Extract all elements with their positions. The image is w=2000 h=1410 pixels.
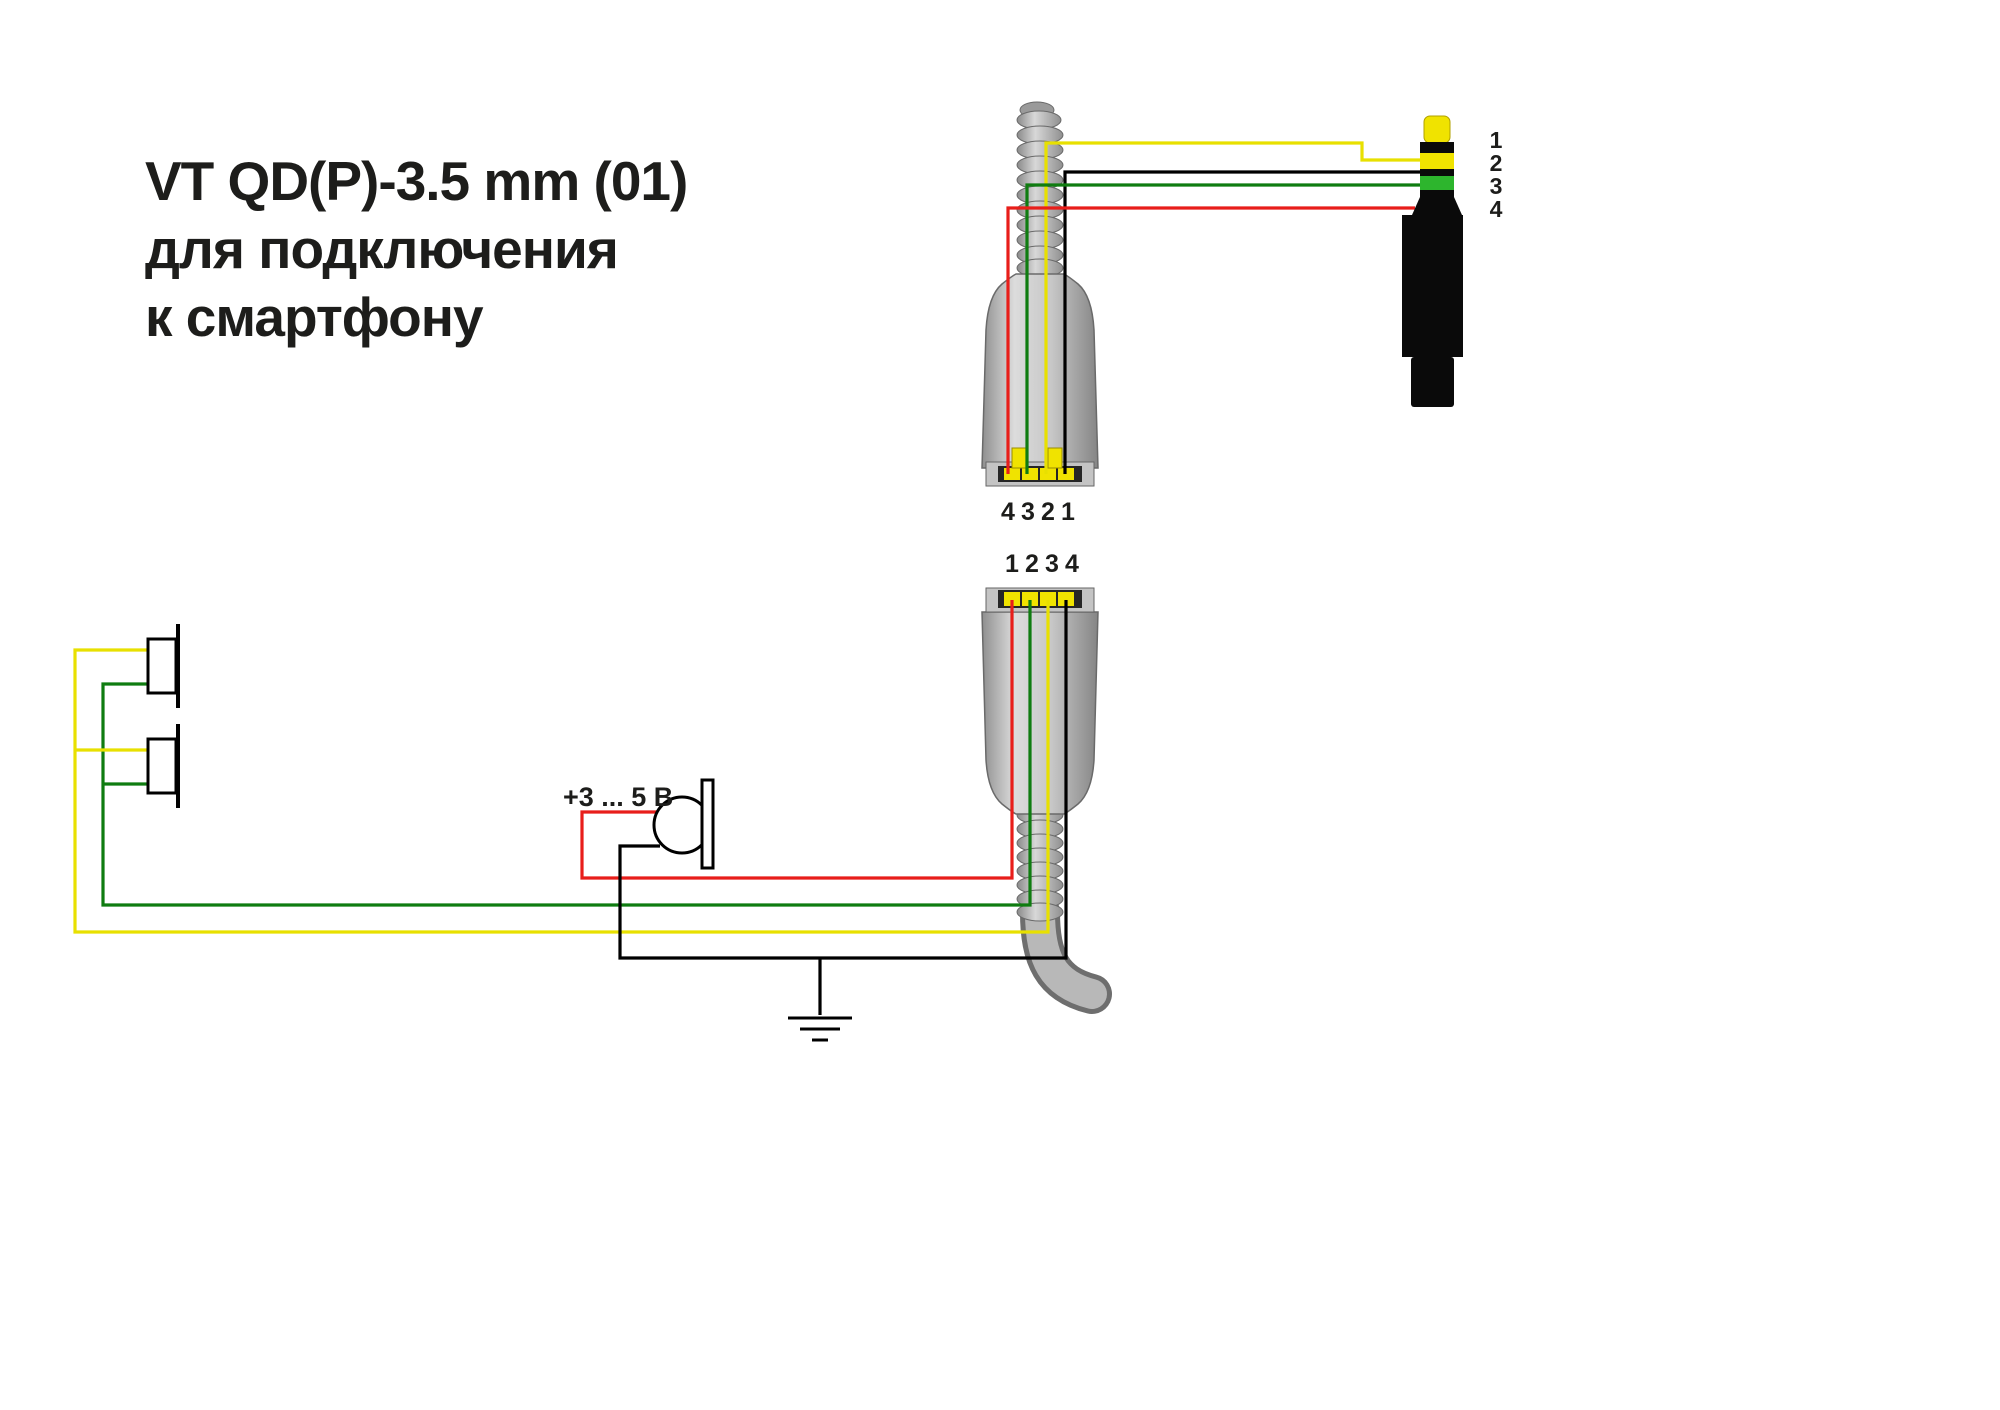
pin-label: 4 [1001,498,1015,526]
qd-cable-top [1016,101,1064,278]
speaker-coil [146,737,178,795]
wire-green [101,600,1032,907]
qd-body-top [981,273,1099,469]
wire-yellow [73,600,1050,934]
bottom-connector-pin-labels: 1 2 3 4 [1005,550,1079,578]
title-line-1: VT QD(P)-3.5 mm (01) [145,150,687,212]
top-wires [1006,141,1422,474]
jack-ring-black-1 [1420,142,1454,153]
speaker-coil [146,637,178,695]
wire-black [1063,170,1422,474]
speaker-bottom [146,724,180,808]
wire-black [618,600,1068,1015]
pin-label: 3 [1490,173,1503,199]
pin-label: 3 [1045,550,1059,578]
title-block: VT QD(P)-3.5 mm (01) для подключения к с… [145,150,688,348]
pin-label: 2 [1025,550,1039,578]
qd-cable-tail-highlight [1025,897,1107,1009]
wire-red [1006,206,1415,474]
pin-label: 4 [1490,196,1503,222]
jack-pin-labels: 1 2 3 4 [1490,127,1503,222]
title-line-3: к смартфону [145,286,484,348]
jack-boot [1411,357,1454,407]
pin-label: 4 [1065,550,1079,578]
bottom-qd-connector: 1 2 3 4 [981,550,1112,1014]
mic-voltage-label: +3 ... 5 В [563,782,673,812]
top-connector-pin-labels: 4 3 2 1 [1001,498,1075,526]
microphone: +3 ... 5 В [563,778,715,870]
pin-label: 2 [1490,150,1503,176]
pin-label: 2 [1041,498,1055,526]
jack-band-green [1420,176,1454,190]
jack-sleeve-flare [1412,197,1462,215]
bottom-wires [73,600,1068,1015]
jack-tip [1423,115,1451,144]
trrs-jack: 1 2 3 4 [1402,115,1503,407]
ground-symbol [788,1016,852,1042]
jack-ring-black-2 [1420,169,1454,176]
jack-band-yellow [1420,153,1454,169]
pin-label: 1 [1005,550,1019,578]
speaker-top [146,624,180,708]
qd-contacts-bottom [1004,592,1074,606]
wire-yellow [1044,141,1422,474]
jack-ring-black-3 [1420,190,1454,197]
mic-plate [700,778,715,870]
jack-body [1402,215,1463,357]
top-qd-connector: 4 3 2 1 [981,101,1099,526]
pin-label: 1 [1490,127,1503,153]
qd-contacts-top [1004,447,1074,480]
pin-label: 3 [1021,498,1035,526]
qd-body-bottom [981,611,1099,815]
wire-red [580,600,1014,880]
title-line-2: для подключения [145,218,618,280]
pin-label: 1 [1061,498,1075,526]
wire-green [1025,183,1422,474]
